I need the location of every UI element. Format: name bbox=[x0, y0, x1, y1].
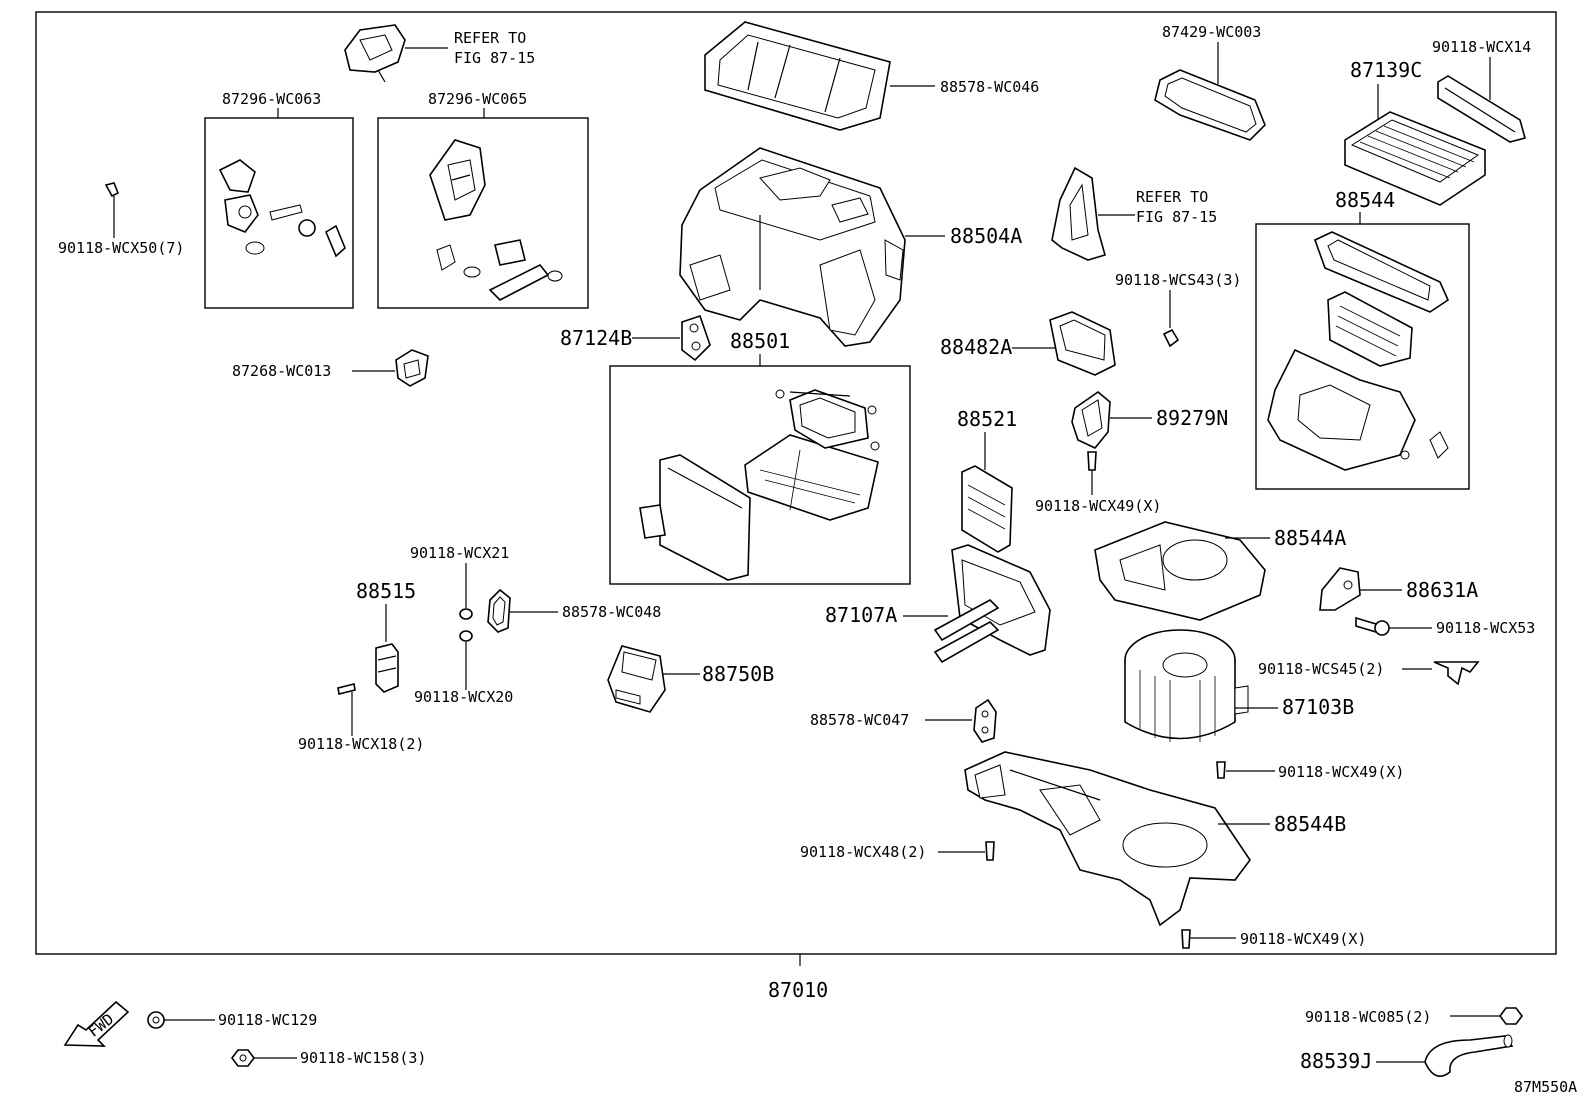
nut-90118-wc158[interactable] bbox=[231, 1049, 255, 1067]
part-label-88578-wc048: 88578-WC048 bbox=[562, 603, 661, 621]
part-label-90118-wcs45: 90118-WCS45(2) bbox=[1258, 660, 1384, 678]
part-label-88544b: 88544B bbox=[1274, 812, 1346, 836]
fwd-arrow-icon: FWD bbox=[63, 1000, 130, 1047]
blower-case-88544b[interactable] bbox=[964, 751, 1251, 927]
part-label-90118-wcx14: 90118-WCX14 bbox=[1432, 38, 1531, 56]
sensor-88515[interactable] bbox=[375, 643, 399, 693]
bracket-part-mid[interactable] bbox=[1051, 166, 1135, 261]
clip-90118-wcs45[interactable] bbox=[1433, 661, 1480, 686]
part-label-87124b: 87124B bbox=[560, 326, 632, 350]
part-label-88539j: 88539J bbox=[1300, 1049, 1372, 1073]
part-label-90118-wcx21: 90118-WCX21 bbox=[410, 544, 509, 562]
bracket-part-top[interactable] bbox=[344, 24, 448, 83]
bolt-90118-wc129[interactable] bbox=[147, 1011, 165, 1029]
screw-90118-wcx53[interactable] bbox=[1355, 616, 1390, 636]
screw-90118-wcx48[interactable] bbox=[985, 841, 995, 861]
part-label-87010: 87010 bbox=[768, 978, 828, 1002]
gasket-89279n[interactable] bbox=[1071, 390, 1111, 449]
refer-label-top-2: FIG 87-15 bbox=[454, 49, 535, 67]
kit-box-87296-wc063 bbox=[204, 117, 354, 309]
figure-code: 87M550A bbox=[1514, 1078, 1577, 1096]
part-label-90118-wcx20: 90118-WCX20 bbox=[414, 688, 513, 706]
part-label-88631a: 88631A bbox=[1406, 578, 1478, 602]
screw-90118-wcx49-b[interactable] bbox=[1216, 761, 1226, 779]
seal-87429-wc003[interactable] bbox=[1154, 69, 1266, 141]
screw-90118-wcx49-a[interactable] bbox=[1087, 451, 1097, 471]
part-label-88750b: 88750B bbox=[702, 662, 774, 686]
part-label-88515: 88515 bbox=[356, 579, 416, 603]
panel-88521[interactable] bbox=[961, 465, 1013, 553]
cabin-filter-87139c[interactable] bbox=[1344, 111, 1486, 206]
part-label-90118-wc129: 90118-WC129 bbox=[218, 1011, 317, 1029]
screw-90118-wcx49-c[interactable] bbox=[1181, 929, 1191, 949]
part-label-88578-wc047: 88578-WC047 bbox=[810, 711, 909, 729]
blower-case-88544[interactable] bbox=[1267, 231, 1450, 471]
part-label-90118-wcx18: 90118-WCX18(2) bbox=[298, 735, 424, 753]
part-label-87139c: 87139C bbox=[1350, 58, 1422, 82]
part-label-88544: 88544 bbox=[1335, 188, 1395, 212]
actuator-88750b[interactable] bbox=[607, 645, 666, 713]
evaporator-88501[interactable] bbox=[639, 389, 880, 581]
duct-87107a[interactable] bbox=[933, 544, 1051, 664]
clip-87268-wc013[interactable] bbox=[395, 349, 429, 387]
gasket-88578-wc046[interactable] bbox=[704, 21, 891, 131]
grommet-87124b[interactable] bbox=[681, 314, 711, 362]
part-label-90118-wcx50: 90118-WCX50(7) bbox=[58, 239, 184, 257]
kit-box-88501 bbox=[609, 365, 911, 585]
bracket-88631a[interactable] bbox=[1319, 567, 1361, 611]
refer-label-mid-2: FIG 87-15 bbox=[1136, 208, 1217, 226]
kit-box-88544 bbox=[1255, 223, 1470, 490]
part-label-90118-wc158: 90118-WC158(3) bbox=[300, 1049, 426, 1067]
part-label-87268-wc013: 87268-WC013 bbox=[232, 362, 331, 380]
part-label-87429-wc003: 87429-WC003 bbox=[1162, 23, 1261, 41]
part-label-88521: 88521 bbox=[957, 407, 1017, 431]
duct-88482a[interactable] bbox=[1049, 311, 1116, 376]
gasket-88578-wc048[interactable] bbox=[487, 588, 511, 633]
part-label-90118-wcx49-a: 90118-WCX49(X) bbox=[1035, 497, 1161, 515]
part-label-88504a: 88504A bbox=[950, 224, 1022, 248]
nut-90118-wcs43[interactable] bbox=[1162, 328, 1180, 348]
part-label-88578-wc046: 88578-WC046 bbox=[940, 78, 1039, 96]
nut-90118-wc085[interactable] bbox=[1499, 1007, 1523, 1025]
part-label-87103b: 87103B bbox=[1282, 695, 1354, 719]
part-label-90118-wc085: 90118-WC085(2) bbox=[1305, 1008, 1431, 1026]
blower-case-88544a[interactable] bbox=[1094, 521, 1266, 621]
part-label-90118-wcx49-b: 90118-WCX49(X) bbox=[1278, 763, 1404, 781]
part-label-90118-wcx53: 90118-WCX53 bbox=[1436, 619, 1535, 637]
washer-90118-wcx20[interactable] bbox=[459, 630, 473, 642]
gasket-88578-wc047[interactable] bbox=[973, 698, 997, 743]
part-label-87107a: 87107A bbox=[825, 603, 897, 627]
part-label-90118-wcx49-c: 90118-WCX49(X) bbox=[1240, 930, 1366, 948]
blower-motor-87103b[interactable] bbox=[1124, 629, 1249, 742]
screw-90118-wcx18[interactable] bbox=[337, 683, 356, 695]
linkage-parts-wc065[interactable] bbox=[429, 139, 563, 301]
linkage-parts-wc063[interactable] bbox=[218, 159, 346, 258]
washer-90118-wcx21[interactable] bbox=[459, 608, 473, 620]
kit-box-87296-wc065 bbox=[377, 117, 589, 309]
part-label-88544a: 88544A bbox=[1274, 526, 1346, 550]
part-label-90118-wcx48: 90118-WCX48(2) bbox=[800, 843, 926, 861]
strip-90118-wcx14[interactable] bbox=[1437, 75, 1526, 143]
part-label-89279n: 89279N bbox=[1156, 406, 1228, 430]
part-label-87296-wc065: 87296-WC065 bbox=[428, 90, 527, 108]
refer-label-mid-1: REFER TO bbox=[1136, 188, 1208, 206]
part-label-88501: 88501 bbox=[730, 329, 790, 353]
hose-88539j[interactable] bbox=[1424, 1034, 1514, 1078]
part-label-90118-wcs43: 90118-WCS43(3) bbox=[1115, 271, 1241, 289]
part-label-88482a: 88482A bbox=[940, 335, 1012, 359]
refer-label-top-1: REFER TO bbox=[454, 29, 526, 47]
screw-90118-wcx50[interactable] bbox=[104, 182, 120, 238]
part-label-87296-wc063: 87296-WC063 bbox=[222, 90, 321, 108]
case-88504a[interactable] bbox=[679, 147, 906, 347]
assembly-frame bbox=[35, 11, 1557, 955]
